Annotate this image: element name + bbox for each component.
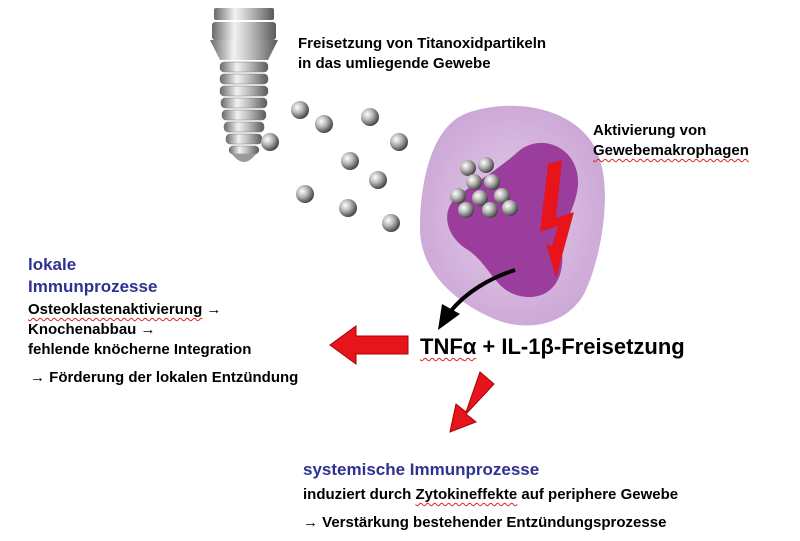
integration-line: fehlende knöcherne Integration <box>28 341 252 358</box>
macrophage-cell <box>420 105 605 326</box>
left-red-arrow-icon <box>329 325 409 365</box>
local-title-line1: lokale <box>28 255 77 274</box>
alpha-symbol: α <box>462 334 477 359</box>
cytokine-effects-text: Zytokineffekte <box>415 486 518 503</box>
amplification-line: → Verstärkung bestehender Entzündungspro… <box>303 514 667 531</box>
local-title-line2: Immunprozesse <box>28 277 158 296</box>
systemic-processes-block: systemische Immunprozesse induziert durc… <box>303 459 678 533</box>
il1-label: + IL-1 <box>476 334 541 359</box>
titanium-particles <box>261 101 408 232</box>
cytokine-release-label: TNFα + IL-1β-Freisetzung <box>420 334 685 360</box>
local-processes-block: lokale Immunprozesse Osteoklastenaktivie… <box>28 254 298 388</box>
lightning-bolt-icon <box>540 160 574 278</box>
bone-loss-line: Knochenabbau → <box>28 321 156 338</box>
osteoclast-line: Osteoklastenaktivierung → <box>28 300 298 320</box>
freisetzung-label: -Freisetzung <box>553 334 685 359</box>
induced-prefix: induziert durch <box>303 486 416 503</box>
osteoclast-text: Osteoklastenaktivierung <box>28 301 203 318</box>
tnf-label: TNF <box>420 334 463 359</box>
implant-icon <box>210 8 278 162</box>
curved-arrow-icon <box>438 268 516 330</box>
beta-symbol: β <box>540 334 554 359</box>
activation-line1: Aktivierung von <box>593 122 707 139</box>
activation-caption: Aktivierung von Gewebemakrophagen <box>593 121 749 161</box>
induced-suffix: auf periphere Gewebe <box>517 486 679 503</box>
induced-line: induziert durch Zytokineffekte auf perip… <box>303 485 678 505</box>
release-caption: Freisetzung von Titanoxidpartikeln in da… <box>298 34 546 74</box>
osteoclast-arrow: → <box>202 301 222 318</box>
release-line2: in das umliegende Gewebe <box>298 55 491 72</box>
promotion-line: → Förderung der lokalen Entzündung <box>30 369 299 386</box>
activation-line2: Gewebemakrophagen <box>593 142 749 159</box>
down-red-arrow-icon <box>449 371 495 433</box>
systemic-title: systemische Immunprozesse <box>303 460 540 479</box>
release-line1: Freisetzung von Titanoxidpartikeln <box>298 35 547 52</box>
